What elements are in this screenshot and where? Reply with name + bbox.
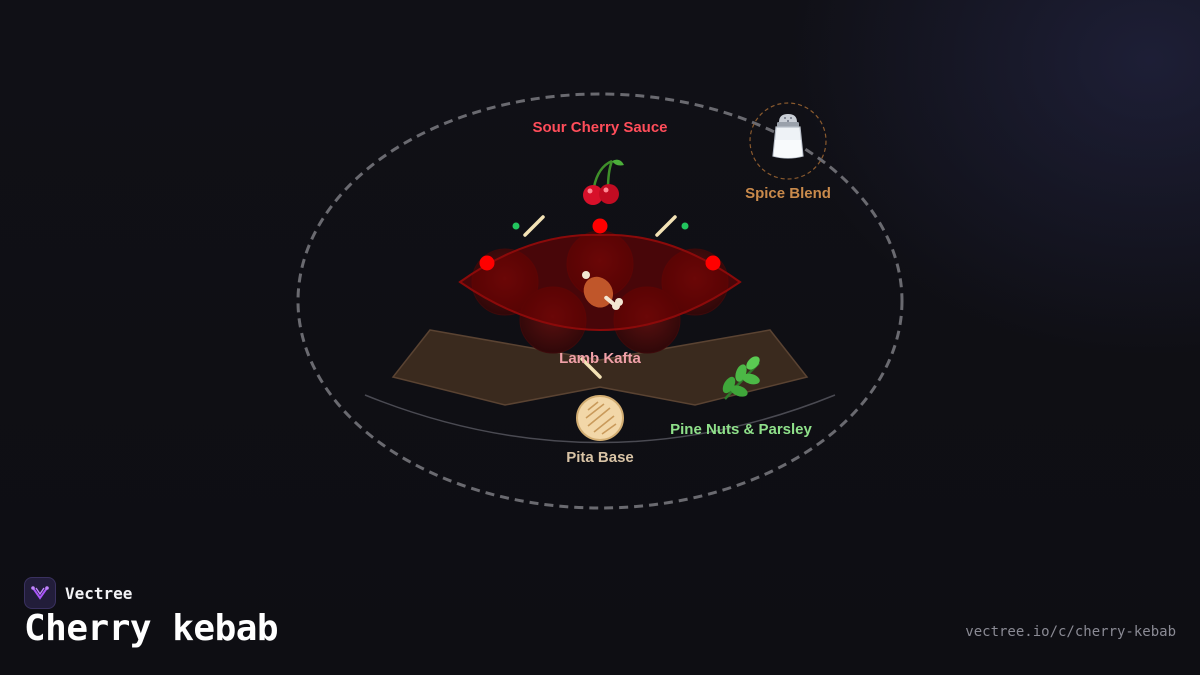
sauce-drop: [479, 255, 495, 271]
herb-dot: [681, 222, 689, 230]
sauce-drops: [479, 218, 721, 271]
page-url-link[interactable]: vectree.io/c/cherry-kebab: [965, 624, 1176, 640]
label-spice-blend: Spice Blend: [745, 185, 831, 202]
label-lamb-kafta: Lamb Kafta: [559, 350, 641, 367]
label-sour-cherry-sauce: Sour Cherry Sauce: [532, 119, 667, 136]
label-pine-nuts-parsley: Pine Nuts & Parsley: [670, 421, 812, 438]
herb-icon: [722, 356, 760, 400]
brand-name: Vectree: [65, 583, 133, 603]
page-title: Cherry kebab: [24, 608, 279, 649]
herb-dots: [512, 222, 689, 230]
skewer: [655, 215, 677, 237]
label-pita-base: Pita Base: [566, 449, 634, 466]
vectree-logo-icon: [24, 577, 56, 609]
salt-shaker-icon: [772, 114, 804, 159]
skewer: [523, 215, 545, 237]
meat-on-bone-icon: [582, 271, 623, 310]
skewer: [580, 357, 602, 379]
plate-inner-arc: [364, 394, 836, 444]
sauce-drop: [592, 218, 608, 234]
spice-blend-ring: [749, 102, 827, 180]
brand[interactable]: Vectree: [24, 577, 132, 609]
flatbread-icon: [576, 395, 624, 441]
herb-dot: [512, 222, 520, 230]
sauce-drop: [705, 255, 721, 271]
cherries-icon: [583, 159, 624, 205]
plate-outline: [296, 92, 904, 510]
skewers: [523, 215, 677, 379]
